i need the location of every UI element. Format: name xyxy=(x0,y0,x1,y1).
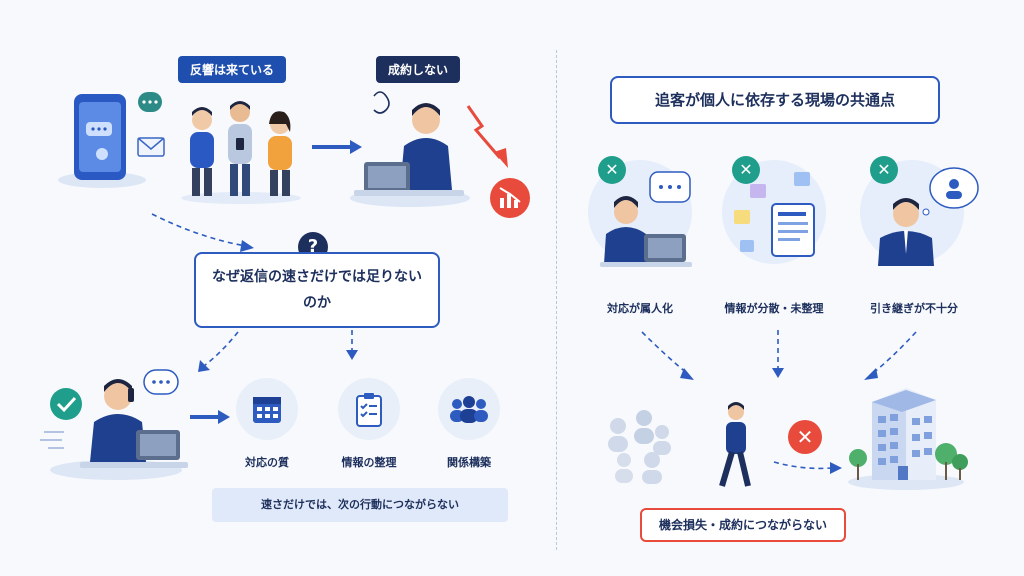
question-box: なぜ返信の速さだけでは足りないのか xyxy=(194,252,440,328)
worried-worker-illustration xyxy=(350,91,470,207)
x-mark-icon: ✕ xyxy=(732,156,760,184)
clipboard-checklist-icon xyxy=(356,393,382,427)
dashed-arrow-icon xyxy=(864,331,917,380)
responsive-worker-illustration xyxy=(40,369,188,480)
person-thinking-illustration xyxy=(878,167,979,266)
smartphone-illustration xyxy=(58,92,165,188)
person-isolated-illustration xyxy=(600,171,692,267)
item-relationship-label: 関係構築 xyxy=(447,456,491,469)
item-quality-label: 対応の質 xyxy=(245,456,289,469)
dashed-arrow-icon xyxy=(198,331,239,372)
x-mark-icon: ✕ xyxy=(788,420,822,454)
waiting-customers-illustration xyxy=(608,410,671,484)
arrow-right-icon xyxy=(190,410,230,424)
dashed-arrow-icon xyxy=(772,330,784,378)
item-quality-icon-wrap xyxy=(236,378,298,440)
question-text: なぜ返信の速さだけでは足りないのか xyxy=(212,269,422,311)
arrow-right-icon xyxy=(312,140,362,154)
problem-3-label: 引き継ぎが不十分 xyxy=(870,302,958,315)
walking-person-illustration xyxy=(719,402,751,487)
x-mark-icon: ✕ xyxy=(870,156,898,184)
dashed-arrow-icon xyxy=(151,213,254,252)
dashed-arrow-icon xyxy=(773,461,842,474)
office-building-illustration xyxy=(848,388,968,490)
x-mark-icon: ✕ xyxy=(598,156,626,184)
scattered-documents-illustration xyxy=(734,172,815,257)
item-organize-icon-wrap xyxy=(338,378,400,440)
item-organize-label: 情報の整理 xyxy=(341,456,397,469)
people-group-icon xyxy=(450,396,488,423)
no-contract-label: 成約しない xyxy=(376,56,461,83)
people-with-phones-illustration xyxy=(181,101,301,204)
section-divider xyxy=(556,50,557,550)
declining-chart-icon xyxy=(466,105,530,218)
calendar-icon xyxy=(253,397,281,423)
response-label: 反響は来ている xyxy=(178,56,287,83)
problem-2-label: 情報が分散・未整理 xyxy=(724,302,824,315)
problem-1-label: 対応が属人化 xyxy=(607,302,673,315)
dashed-arrow-icon xyxy=(641,331,694,380)
result-note: 機会損失・成約につながらない xyxy=(640,508,846,542)
bottom-note: 速さだけでは、次の行動につながらない xyxy=(212,488,508,522)
item-relationship-icon-wrap xyxy=(438,378,500,440)
right-title: 追客が個人に依存する現場の共通点 xyxy=(610,76,940,124)
dashed-arrow-icon xyxy=(346,330,358,360)
